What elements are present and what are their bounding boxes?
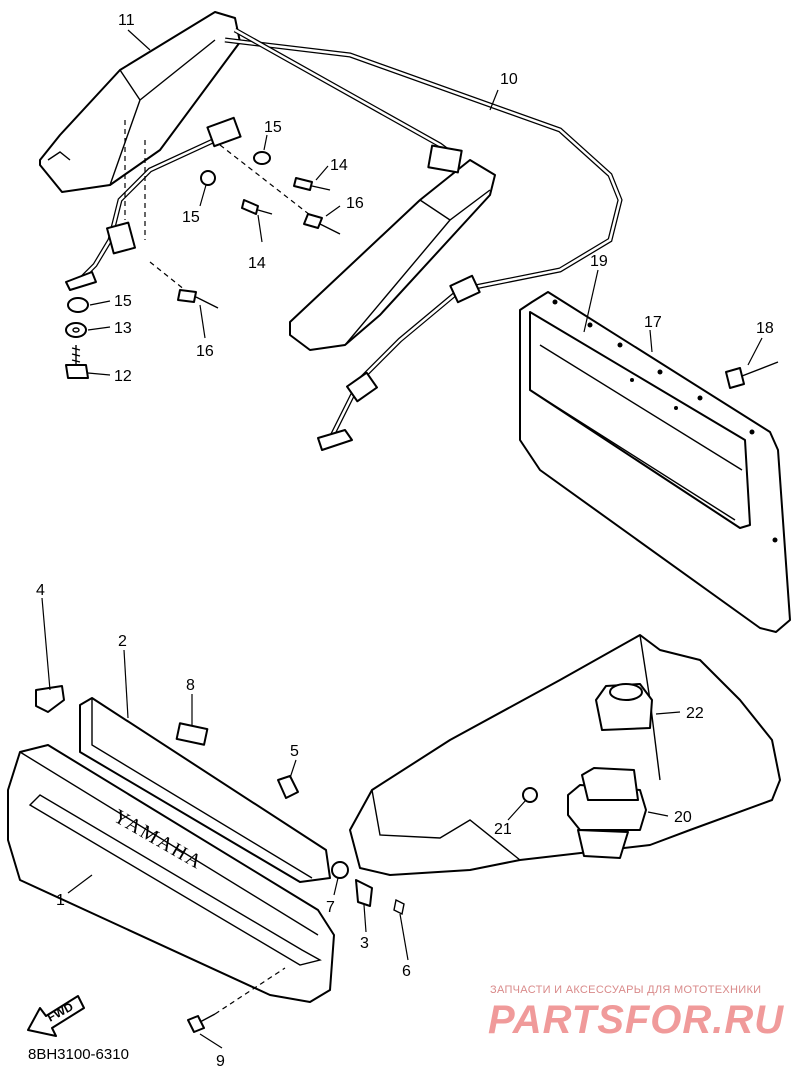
callout-15-mid: 15 bbox=[182, 209, 200, 226]
callout-5: 5 bbox=[290, 743, 299, 760]
leader-lines bbox=[41, 29, 763, 1049]
callout-10: 10 bbox=[500, 71, 518, 88]
callout-20: 20 bbox=[674, 809, 692, 826]
callout-16-top: 16 bbox=[346, 195, 364, 212]
callouts: 11 10 15 14 15 16 14 15 13 12 16 19 17 1… bbox=[36, 12, 774, 1070]
fasteners-rack bbox=[65, 151, 341, 379]
assembly-line-3 bbox=[149, 261, 186, 291]
part-10-rack-frame bbox=[65, 27, 623, 451]
assembly-line-4 bbox=[219, 144, 311, 216]
part-8-pad bbox=[175, 722, 209, 746]
callout-12: 12 bbox=[114, 368, 132, 385]
fuel-tank bbox=[349, 634, 781, 876]
diagram-code: 8BH3100-6310 bbox=[28, 1046, 129, 1063]
part-3-bracket bbox=[355, 879, 373, 907]
callout-18: 18 bbox=[756, 320, 774, 337]
part-4-bracket bbox=[35, 685, 65, 713]
part-11-carrier-bracket bbox=[39, 11, 241, 193]
part-17-mud-flap bbox=[519, 291, 791, 633]
part-2-panel-plate bbox=[79, 697, 331, 883]
callout-4: 4 bbox=[36, 582, 45, 599]
callout-1: 1 bbox=[56, 892, 65, 909]
callout-15-left: 15 bbox=[114, 293, 132, 310]
callout-14-top: 14 bbox=[330, 157, 348, 174]
watermark-tagline: ЗАПЧАСТИ И АКСЕССУАРЫ ДЛЯ МОТОТЕХНИКИ bbox=[490, 984, 762, 996]
callout-14-mid: 14 bbox=[248, 255, 266, 272]
part-18-screw bbox=[725, 361, 779, 389]
part-7-washer bbox=[331, 861, 349, 879]
part-5-clip bbox=[277, 775, 299, 799]
callout-11: 11 bbox=[118, 12, 135, 29]
callout-2: 2 bbox=[118, 633, 127, 650]
callout-15-top: 15 bbox=[264, 119, 282, 136]
callout-8: 8 bbox=[186, 677, 195, 694]
callout-16-left: 16 bbox=[196, 343, 214, 360]
callout-9: 9 bbox=[216, 1053, 225, 1070]
callout-22: 22 bbox=[686, 705, 704, 722]
part-21-plug bbox=[522, 787, 538, 803]
part-20-filler-neck bbox=[567, 767, 647, 859]
fwd-arrow: FWD bbox=[27, 995, 85, 1037]
callout-21: 21 bbox=[494, 821, 512, 838]
callout-3: 3 bbox=[360, 935, 369, 952]
callout-19: 19 bbox=[590, 253, 608, 270]
part-9-screw bbox=[187, 967, 286, 1033]
watermark-brand[interactable]: PARTSFOR.RU bbox=[488, 998, 785, 1042]
part-22-cap bbox=[595, 683, 653, 731]
callout-7: 7 bbox=[326, 899, 335, 916]
part-10-right-rail bbox=[289, 144, 496, 351]
callout-13: 13 bbox=[114, 320, 132, 337]
callout-17: 17 bbox=[644, 314, 662, 331]
part-6-clip bbox=[393, 898, 405, 916]
callout-6: 6 bbox=[402, 963, 411, 980]
